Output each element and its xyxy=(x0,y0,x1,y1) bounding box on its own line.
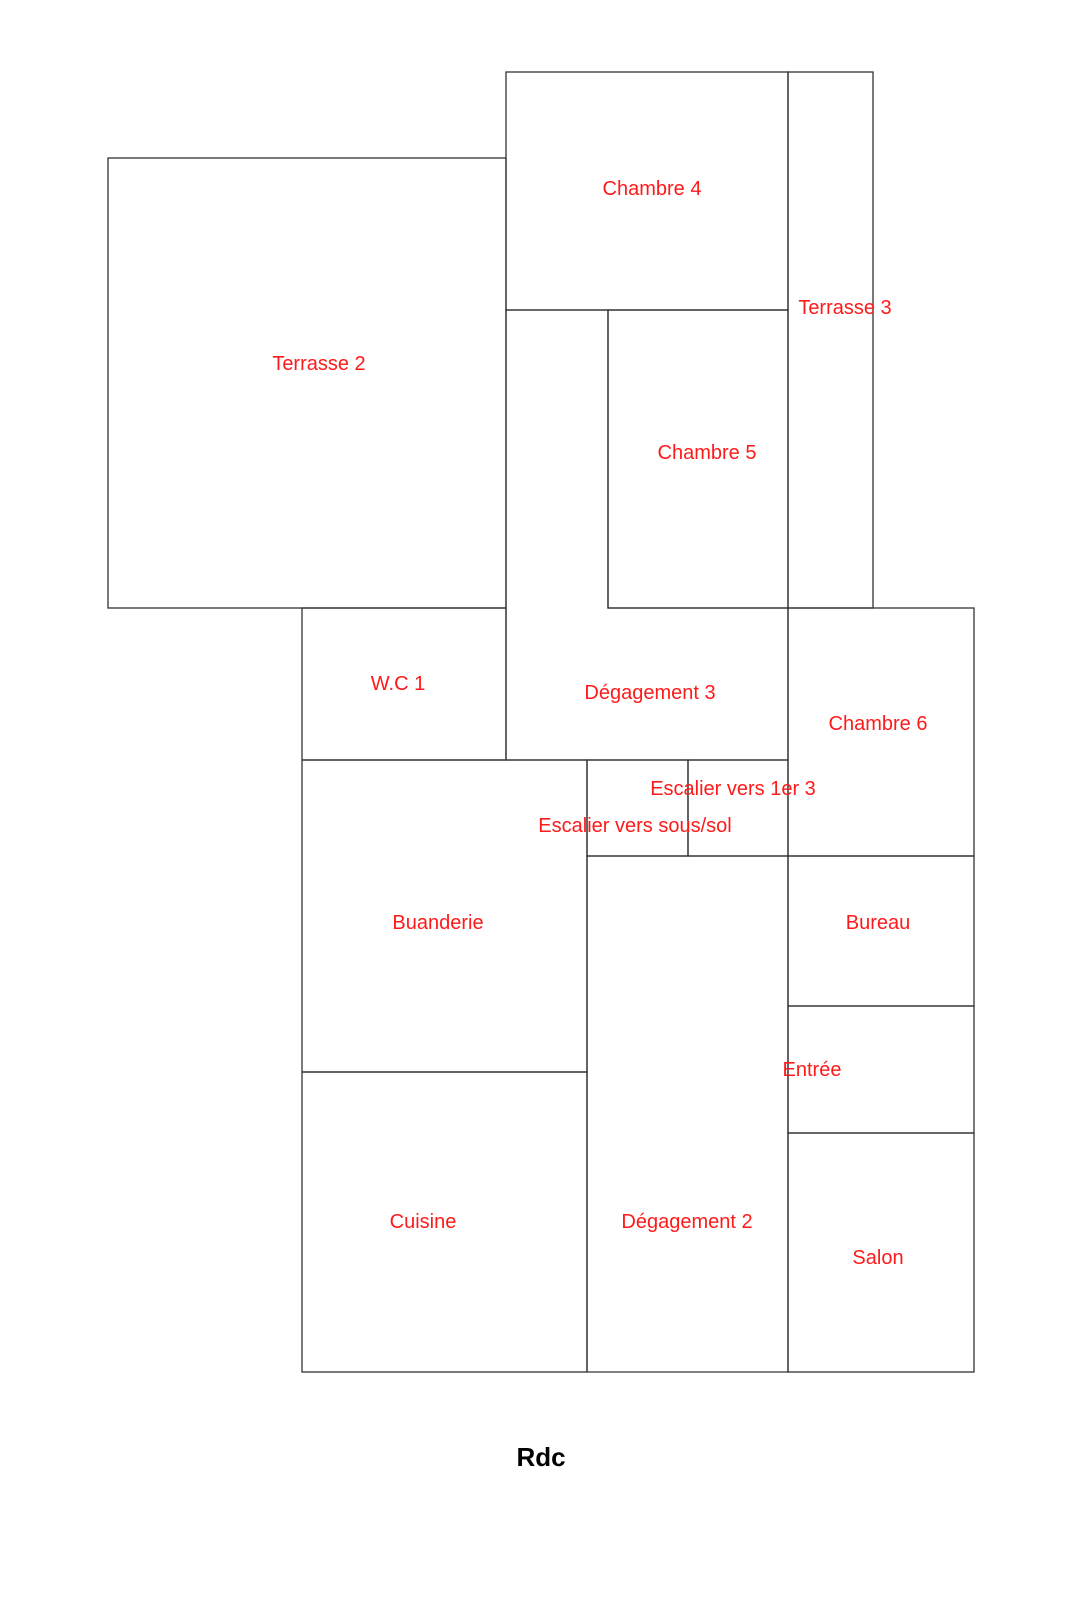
room-label-wc-1: W.C 1 xyxy=(371,673,425,695)
room-label-cuisine: Cuisine xyxy=(390,1211,457,1233)
room-label-degagement-2: Dégagement 2 xyxy=(621,1211,752,1233)
room-outline-terrasse-2 xyxy=(107,157,507,609)
room-label-escalier-sous-sol: Escalier vers sous/sol xyxy=(538,815,731,837)
room-label-buanderie: Buanderie xyxy=(392,912,483,934)
room-label-chambre-5: Chambre 5 xyxy=(658,442,757,464)
room-label-salon: Salon xyxy=(852,1247,903,1269)
room-labels: Terrasse 2 Chambre 4 Terrasse 3 Chambre … xyxy=(272,178,927,1269)
room-label-chambre-6: Chambre 6 xyxy=(829,713,928,735)
room-label-entree: Entrée xyxy=(783,1059,842,1081)
room-outline-degagement-2 xyxy=(586,855,789,1373)
walls xyxy=(107,71,975,1373)
room-label-terrasse-2: Terrasse 2 xyxy=(272,353,365,375)
room-label-bureau: Bureau xyxy=(846,912,911,934)
room-label-degagement-3: Dégagement 3 xyxy=(584,682,715,704)
floor-title: Rdc xyxy=(516,1442,565,1472)
room-outline-terrasse-3 xyxy=(787,71,874,609)
room-label-terrasse-3: Terrasse 3 xyxy=(798,297,891,319)
room-label-chambre-4: Chambre 4 xyxy=(603,178,702,200)
room-outline-escalier-1er-3 xyxy=(687,759,789,857)
room-label-escalier-1er-3: Escalier vers 1er 3 xyxy=(650,778,816,800)
room-outline-escalier-sous-sol xyxy=(586,759,689,857)
